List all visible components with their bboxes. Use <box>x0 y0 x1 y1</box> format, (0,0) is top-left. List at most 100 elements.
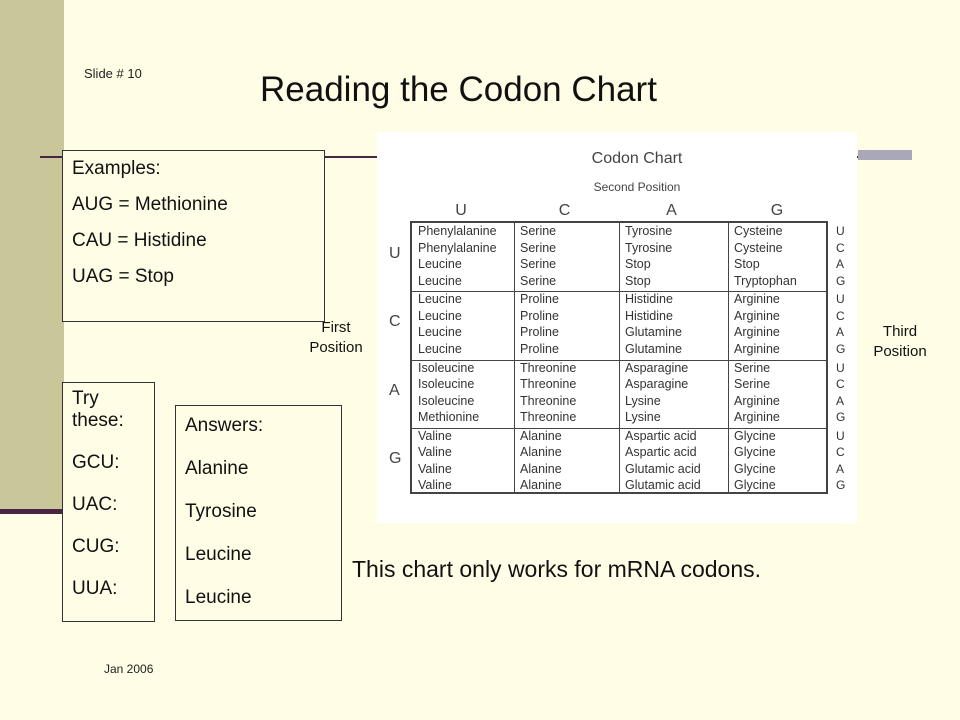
amino-acid: Cysteine <box>734 240 783 255</box>
amino-acid: Glycine <box>734 428 776 443</box>
amino-acid: Phenylalanine <box>418 240 497 255</box>
amino-acid: Tryptophan <box>734 273 797 288</box>
amino-acid: Arginine <box>734 341 780 356</box>
slide-number: Slide # 10 <box>84 66 142 81</box>
amino-acid: Leucine <box>418 292 462 307</box>
amino-acid: Valine <box>418 445 452 460</box>
amino-acid: Leucine <box>418 341 462 356</box>
amino-acid: Alanine <box>520 428 562 443</box>
amino-acid: Arginine <box>734 325 780 340</box>
amino-acid: Histidine <box>625 292 673 307</box>
third-position-base: A <box>836 393 845 408</box>
examples-heading: Examples: <box>72 158 161 179</box>
amino-acid: Threonine <box>520 393 577 408</box>
third-position-base: G <box>836 410 846 424</box>
third-position-base: U <box>836 292 845 307</box>
third-position-base: U <box>836 428 845 443</box>
codon-chart-title: Codon Chart <box>591 150 683 167</box>
amino-acid: Isoleucine <box>418 393 475 408</box>
third-position-base: G <box>836 273 846 288</box>
amino-acid: Glutamine <box>625 341 682 356</box>
amino-acid: Methionine <box>418 410 480 424</box>
answer-item: Leucine <box>185 544 252 565</box>
amino-acid: Stop <box>734 257 760 271</box>
third-position-base: G <box>836 478 846 493</box>
first-position-label: First Position <box>309 319 363 356</box>
amino-acid: Threonine <box>520 360 577 375</box>
amino-acid: Isoleucine <box>418 360 475 375</box>
amino-acid: Alanine <box>520 461 562 476</box>
second-position-header: A <box>666 202 677 219</box>
grid-row-divider <box>412 359 826 361</box>
slide-title: Reading the Codon Chart <box>260 70 657 109</box>
amino-acid: Aspartic acid <box>625 445 697 460</box>
examples-box: Examples: AUG = Methionine CAU = Histidi… <box>62 150 325 322</box>
amino-acid: Alanine <box>520 445 562 460</box>
amino-acid: Valine <box>418 478 452 493</box>
answer-item: Tyrosine <box>185 501 257 522</box>
first-position-header: C <box>389 313 401 331</box>
amino-acid: Glycine <box>734 461 776 476</box>
first-position-header: U <box>389 245 401 263</box>
amino-acid: Tyrosine <box>625 240 673 255</box>
try-these-heading: Try these: <box>72 388 124 431</box>
grid-column-divider <box>728 223 729 492</box>
example-line: AUG = Methionine <box>72 194 228 215</box>
grid-column-divider <box>514 223 515 492</box>
amino-acid: Lysine <box>625 410 661 424</box>
third-position-base: G <box>836 341 846 356</box>
example-line: CAU = Histidine <box>72 230 207 251</box>
amino-acid: Asparagine <box>625 377 689 391</box>
grid-row-divider <box>412 427 826 429</box>
amino-acid: Arginine <box>734 410 780 424</box>
amino-acid: Leucine <box>418 273 462 288</box>
amino-acid: Cysteine <box>734 224 783 238</box>
third-position-base: C <box>836 240 845 255</box>
try-these-box: Try these: GCU: UAC: CUG: UUA: <box>62 382 155 622</box>
third-position-base: C <box>836 308 845 323</box>
amino-acid: Stop <box>625 257 651 271</box>
third-position-base: A <box>836 325 845 340</box>
amino-acid: Leucine <box>418 257 462 271</box>
answer-item: Leucine <box>185 587 252 608</box>
second-position-header: C <box>558 202 571 219</box>
mrna-note: This chart only works for mRNA codons. <box>352 556 762 582</box>
amino-acid: Lysine <box>625 393 661 408</box>
third-position-base: A <box>836 257 845 271</box>
answers-heading: Answers: <box>185 415 264 436</box>
grid-column-divider <box>619 223 620 492</box>
example-line: UAG = Stop <box>72 266 174 287</box>
amino-acid: Glutamic acid <box>625 461 701 476</box>
amino-acid: Serine <box>734 377 771 391</box>
amino-acid: Serine <box>734 360 771 375</box>
try-codon: GCU: <box>72 452 120 473</box>
amino-acid: Proline <box>520 325 559 340</box>
amino-acid: Arginine <box>734 292 780 307</box>
left-band-divider <box>0 509 64 514</box>
amino-acid: Glycine <box>734 478 776 493</box>
amino-acid: Glutamine <box>625 325 682 340</box>
amino-acid: Valine <box>418 428 452 443</box>
amino-acid: Asparagine <box>625 360 689 375</box>
amino-acid: Aspartic acid <box>625 428 697 443</box>
amino-acid: Arginine <box>734 393 780 408</box>
amino-acid: Tyrosine <box>625 224 673 238</box>
amino-acid: Serine <box>520 273 557 288</box>
third-position-base: A <box>836 461 845 476</box>
amino-acid: Phenylalanine <box>418 224 497 238</box>
amino-acid: Serine <box>520 240 557 255</box>
first-position-header: G <box>389 449 402 467</box>
try-codon: UUA: <box>72 578 118 599</box>
slide-date: Jan 2006 <box>104 662 154 676</box>
amino-acid: Glutamic acid <box>625 478 701 493</box>
title-rule-accent <box>858 150 912 160</box>
answers-box: Answers: Alanine Tyrosine Leucine Leucin… <box>175 405 342 621</box>
try-codon: UAC: <box>72 494 118 515</box>
amino-acid: Proline <box>520 308 559 323</box>
amino-acid: Alanine <box>520 478 562 493</box>
third-position-base: C <box>836 445 845 460</box>
amino-acid: Valine <box>418 461 452 476</box>
second-position-header: G <box>770 202 784 219</box>
